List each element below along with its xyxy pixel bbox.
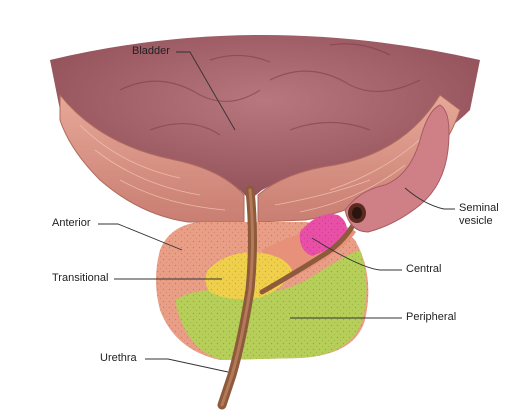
label-seminal-line1: Seminal [459, 202, 499, 214]
label-urethra: Urethra [100, 352, 137, 364]
label-bladder: Bladder [132, 45, 170, 57]
label-peripheral: Peripheral [406, 311, 457, 323]
ejaculatory-duct [259, 219, 358, 295]
label-transitional: Transitional [52, 272, 109, 284]
bladder-wrinkles [119, 43, 421, 136]
seminal-vesicle [344, 104, 450, 233]
label-seminal-vesicle: Seminal vesicle [459, 202, 499, 228]
leader-central [311, 237, 402, 271]
leader-lines [98, 51, 455, 373]
leader-anterior [98, 223, 183, 251]
leader-seminal [404, 187, 455, 210]
leader-bladder [176, 51, 236, 131]
label-central: Central [406, 263, 442, 275]
leader-urethra [145, 358, 229, 373]
label-seminal-line2: vesicle [459, 215, 493, 227]
label-anterior: Anterior [52, 217, 91, 229]
